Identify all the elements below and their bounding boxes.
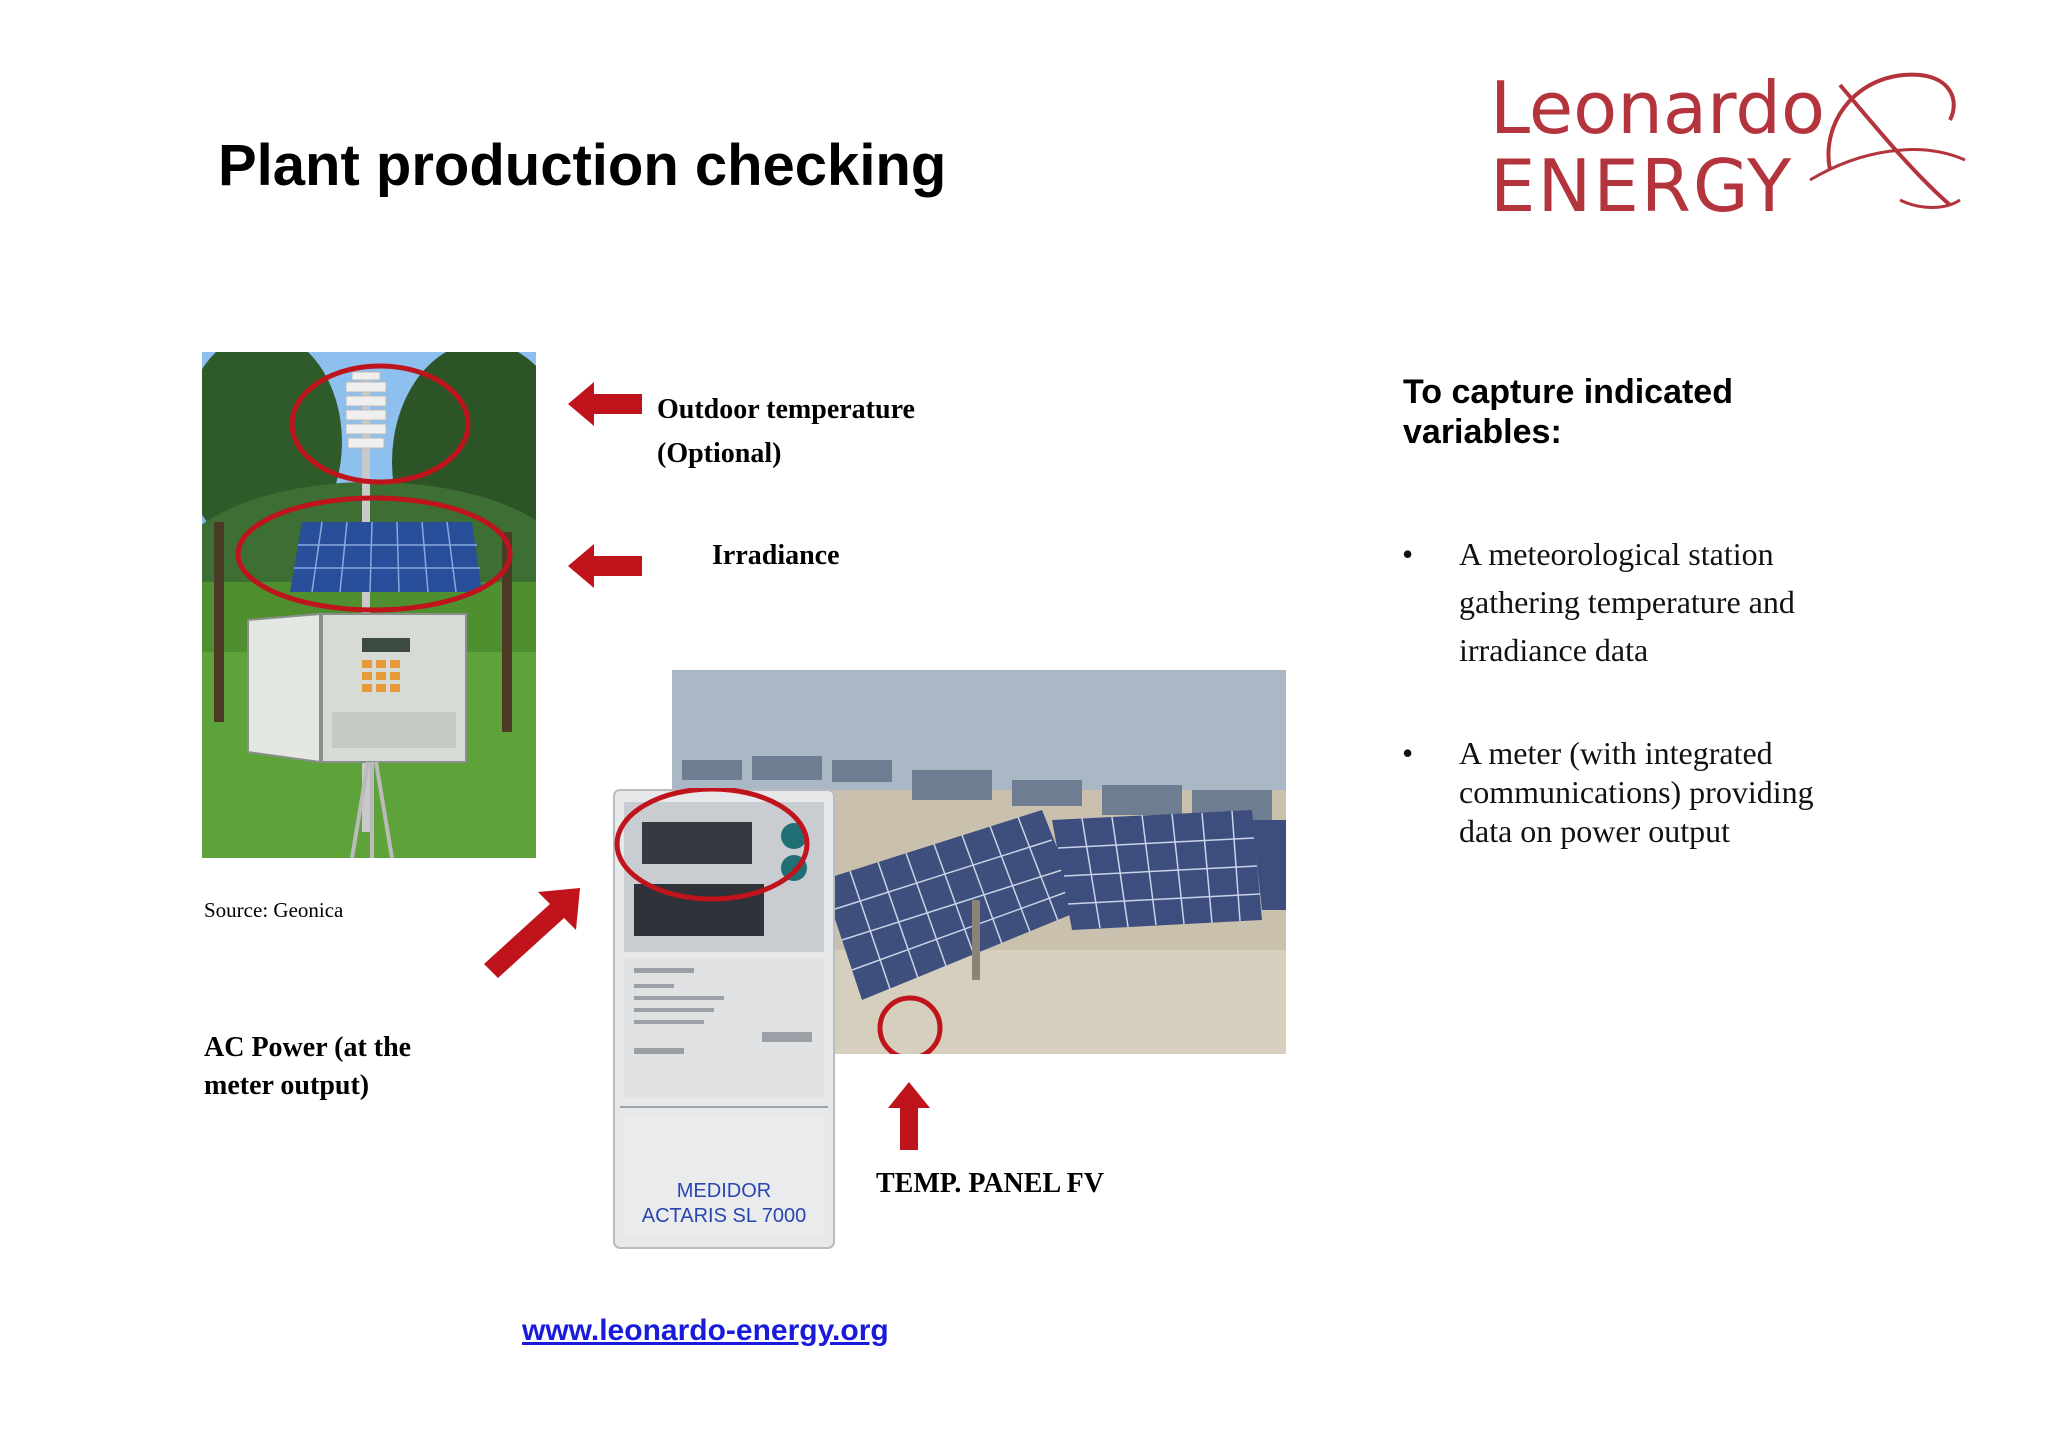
energy-meter-photo: MEDIDOR ACTARIS SL 7000 [612,788,836,1250]
bullet-1-line-2: gathering temperature and [1459,584,1795,620]
right-panel-heading: To capture indicated variables: [1403,372,1823,452]
source-caption: Source: Geonica [204,898,344,922]
right-heading-line1: To capture indicated [1403,373,1733,411]
logo-swirl-icon [1809,72,1966,209]
leonardo-energy-link[interactable]: www.leonardo-energy.org [522,1314,889,1347]
bullet-item-1: • A meteorological station gathering tem… [1402,530,1922,674]
arrow-left-temperature-icon [568,382,642,426]
ac-power-label-line2: meter output) [204,1070,370,1101]
bullet-2-line-1: A meter (with integrated [1459,735,1773,771]
outdoor-temperature-label: Outdoor temperature [657,394,915,425]
temp-panel-label: TEMP. PANEL FV [876,1168,1104,1199]
right-heading-line2: variables: [1403,413,1562,451]
bullet-item-2: • A meter (with integrated communication… [1402,734,1922,851]
arrow-up-panel-icon [888,1082,930,1150]
arrow-diagonal-meter-icon [484,888,580,978]
bullet-1-line-3: irradiance data [1459,632,1649,668]
bullet-1-line-1: A meteorological station [1459,536,1774,572]
irradiance-label: Irradiance [712,540,840,571]
ac-power-label-line1: AC Power (at the [204,1032,412,1063]
weather-station-photo [202,352,536,858]
meter-label-medidor: MEDIDOR [677,1180,771,1202]
optional-label: (Optional) [657,438,782,469]
arrow-left-irradiance-icon [568,544,642,588]
bullet-2-line-2: communications) providing [1459,774,1814,810]
page-title: Plant production checking [218,133,947,198]
meter-label-model: ACTARIS SL 7000 [642,1205,807,1227]
bullet-2-line-3: data on power output [1459,813,1731,849]
bullet-dot: • [1402,536,1414,572]
leonardo-energy-logo: Leonardo ENERGY [1490,60,1970,230]
logo-word-1: Leonardo [1490,66,1826,150]
bullet-dot: • [1402,735,1414,771]
logo-word-2: ENERGY [1490,144,1794,228]
